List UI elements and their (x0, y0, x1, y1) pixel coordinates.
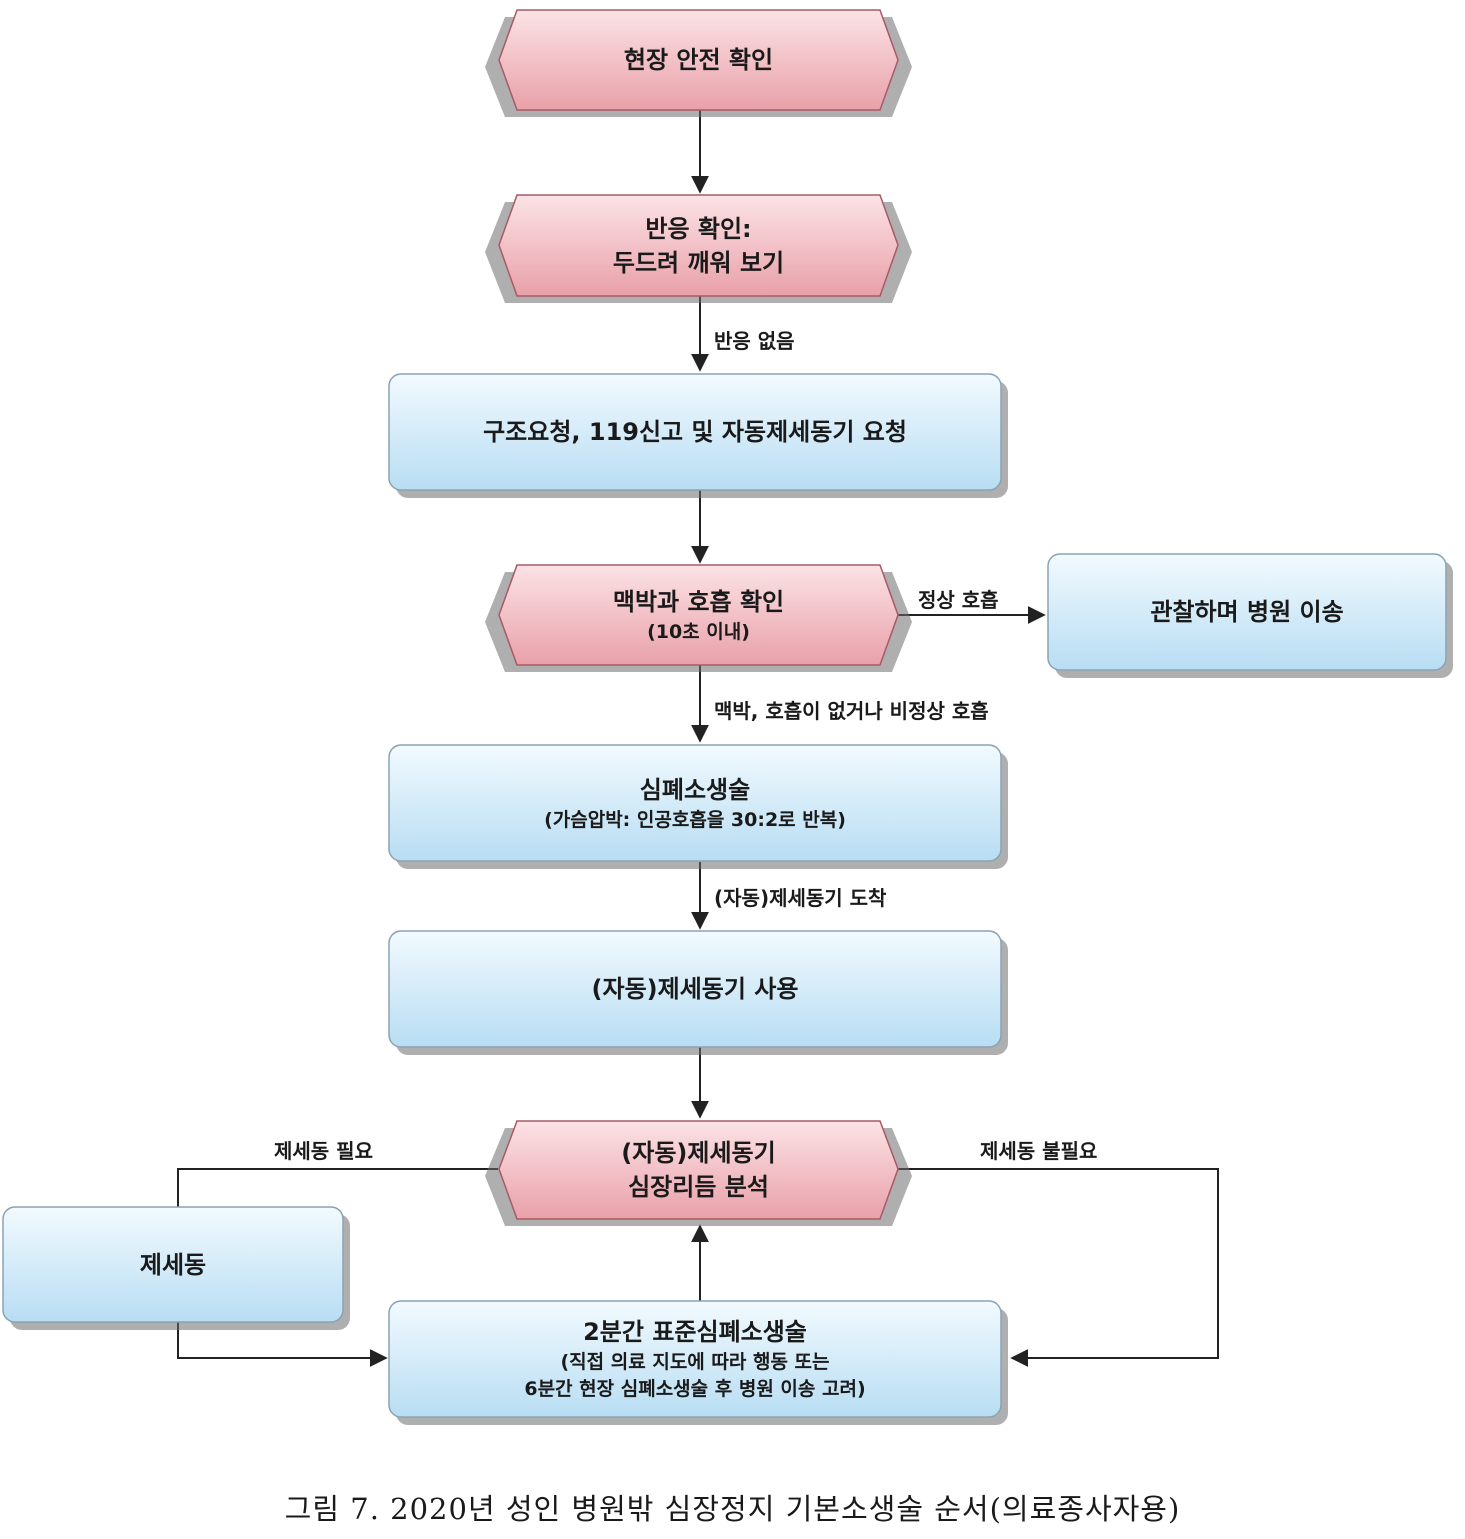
node-standard-cpr-2min: 2분간 표준심폐소생술 (직접 의료 지도에 따라 행동 또는 6분간 현장 심… (389, 1301, 1001, 1417)
node-label: 2분간 표준심폐소생술 (583, 1318, 807, 1346)
node-label: 맥박과 호흡 확인 (612, 587, 785, 616)
node-shape-check-scene-safety (485, 9, 912, 117)
node-shape-cpr (388, 744, 1008, 869)
node-check-scene-safety: 현장 안전 확인 (517, 10, 880, 110)
connector-analysis-to-shock (177, 1168, 498, 1207)
node-label: 심폐소생술 (639, 775, 751, 804)
node-label: 현장 안전 확인 (623, 46, 774, 74)
node-observe-transport: 관찰하며 병원 이송 (1048, 554, 1446, 670)
node-shape-defibrillation (2, 1206, 350, 1330)
node-shape-check-pulse-breathing (485, 564, 912, 672)
edge-label-no-response: 반응 없음 (714, 329, 795, 353)
node-shape-observe-transport (1047, 553, 1453, 678)
node-cpr: 심폐소생술 (가슴압박: 인공호흡을 30:2로 반복) (389, 745, 1001, 861)
node-defibrillation: 제세동 (3, 1207, 343, 1322)
node-aed-rhythm-analysis: (자동)제세동기 심장리듬 분석 (517, 1121, 880, 1219)
node-label-line2: 두드려 깨워 보기 (612, 248, 785, 277)
node-shape-aed-rhythm-analysis (485, 1120, 912, 1226)
edge-label-no-pulse-breathing: 맥박, 호흡이 없거나 비정상 호흡 (714, 699, 989, 723)
node-sublabel: (10초 이내) (647, 620, 750, 643)
edge-label-aed-arrival: (자동)제세동기 도착 (714, 886, 887, 910)
node-check-response: 반응 확인: 두드려 깨워 보기 (517, 195, 880, 296)
edge-label-normal-breathing: 정상 호흡 (918, 588, 999, 612)
node-label-line2: 심장리듬 분석 (628, 1173, 769, 1201)
node-call-for-help: 구조요청, 119신고 및 자동제세동기 요청 (389, 374, 1001, 490)
node-label: 제세동 (139, 1250, 207, 1279)
node-shape-call-for-help (388, 373, 1008, 498)
node-sublabel-line2: 6분간 현장 심폐소생술 후 병원 이송 고려) (524, 1378, 866, 1400)
node-label: 구조요청, 119신고 및 자동제세동기 요청 (483, 418, 907, 446)
arrow-shock-to-cpr2min (177, 1322, 388, 1367)
node-label-line1: (자동)제세동기 (621, 1139, 776, 1167)
node-label: 관찰하며 병원 이송 (1150, 598, 1344, 626)
edge-label-shock-needed: 제세동 필요 (274, 1139, 373, 1163)
node-shape-standard-cpr-2min (388, 1300, 1008, 1425)
node-label: (자동)제세동기 사용 (591, 975, 799, 1003)
figure-caption: 그림 7. 2020년 성인 병원밖 심장정지 기본소생술 순서(의료종사자용) (284, 1492, 1181, 1526)
node-shape-use-aed (388, 930, 1008, 1055)
node-sublabel: (가슴압박: 인공호흡을 30:2로 반복) (544, 808, 846, 831)
arrow-analysis-to-cpr2min (896, 1168, 1219, 1367)
node-label-line1: 반응 확인: (645, 214, 752, 243)
node-shape-check-response (485, 194, 912, 303)
node-check-pulse-breathing: 맥박과 호흡 확인 (10초 이내) (517, 565, 880, 665)
node-sublabel-line1: (직접 의료 지도에 따라 행동 또는 (560, 1351, 830, 1373)
edge-label-shock-not-needed: 제세동 불필요 (980, 1139, 1098, 1163)
node-use-aed: (자동)제세동기 사용 (389, 931, 1001, 1047)
